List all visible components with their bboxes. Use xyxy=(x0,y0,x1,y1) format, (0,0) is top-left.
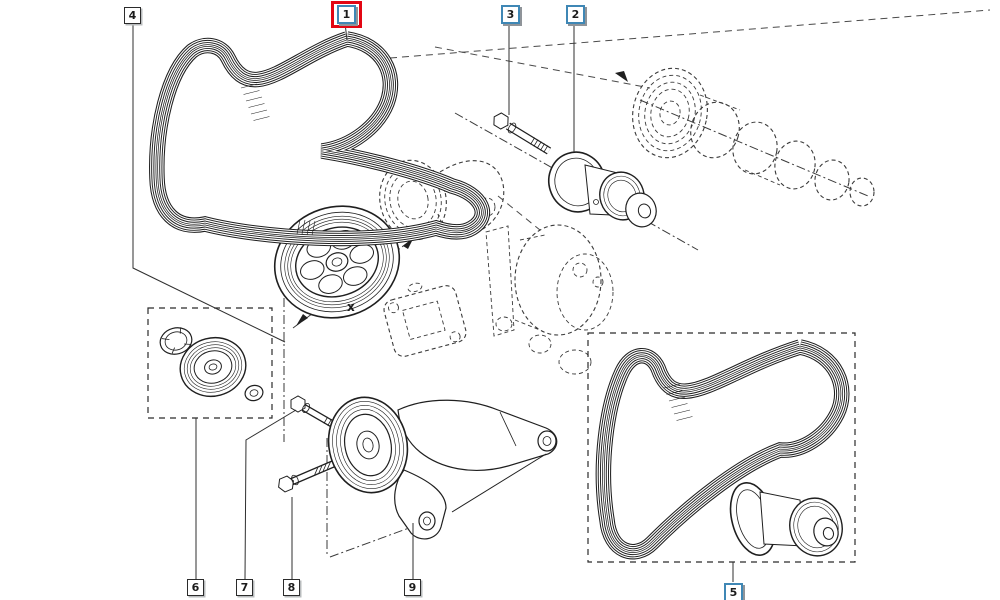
callout-1[interactable]: 1 xyxy=(337,5,356,24)
callout-7[interactable]: 7 xyxy=(236,579,253,596)
callout-7-number: 7 xyxy=(240,581,249,594)
drive-belt-5-drawing xyxy=(603,347,841,552)
callout-3-number: 3 xyxy=(506,8,515,21)
bolt-8-drawing xyxy=(278,460,335,493)
callout-1-number: 1 xyxy=(342,8,351,21)
callout-3[interactable]: 3 xyxy=(501,5,520,24)
bolt-3-drawing xyxy=(493,112,552,155)
callout-1-highlight-box: 1 xyxy=(331,1,362,28)
kit-tensioner-drawing xyxy=(729,482,843,557)
callout-8-number: 8 xyxy=(287,581,296,594)
callout-5-number: 5 xyxy=(729,586,738,599)
tensioner-bracket-drawing xyxy=(327,396,558,540)
callout-2-number: 2 xyxy=(571,8,580,21)
callout-5[interactable]: 5 xyxy=(724,583,743,600)
callout-6-number: 6 xyxy=(191,581,200,594)
kit-pulley-drawing xyxy=(179,337,247,397)
trigger-ring-drawing xyxy=(159,327,193,355)
callout-4-number: 4 xyxy=(128,9,137,22)
crankshaft-ghost-drawing xyxy=(632,67,875,207)
callout-9[interactable]: 9 xyxy=(404,579,421,596)
callout-8[interactable]: 8 xyxy=(283,579,300,596)
kit-box-5 xyxy=(587,332,856,563)
callout-2[interactable]: 2 xyxy=(566,5,585,24)
leader-lines xyxy=(132,22,734,582)
callout-4[interactable]: 4 xyxy=(124,7,141,24)
belt-1-rib-hatch xyxy=(240,83,316,236)
alternator-ghost-drawing xyxy=(485,224,614,375)
washer-drawing xyxy=(244,384,264,402)
compressor-ghost-drawing xyxy=(383,282,467,357)
tensioner-2-drawing xyxy=(548,151,657,228)
callout-6[interactable]: 6 xyxy=(187,579,204,596)
dimension-x-label: x xyxy=(347,300,355,314)
drive-belt-1-drawing xyxy=(157,39,483,238)
kit-box-6 xyxy=(147,307,273,419)
belt-5-rib-hatch xyxy=(663,383,693,421)
crankshaft-pulley-drawing xyxy=(273,205,401,319)
callout-9-number: 9 xyxy=(408,581,417,594)
